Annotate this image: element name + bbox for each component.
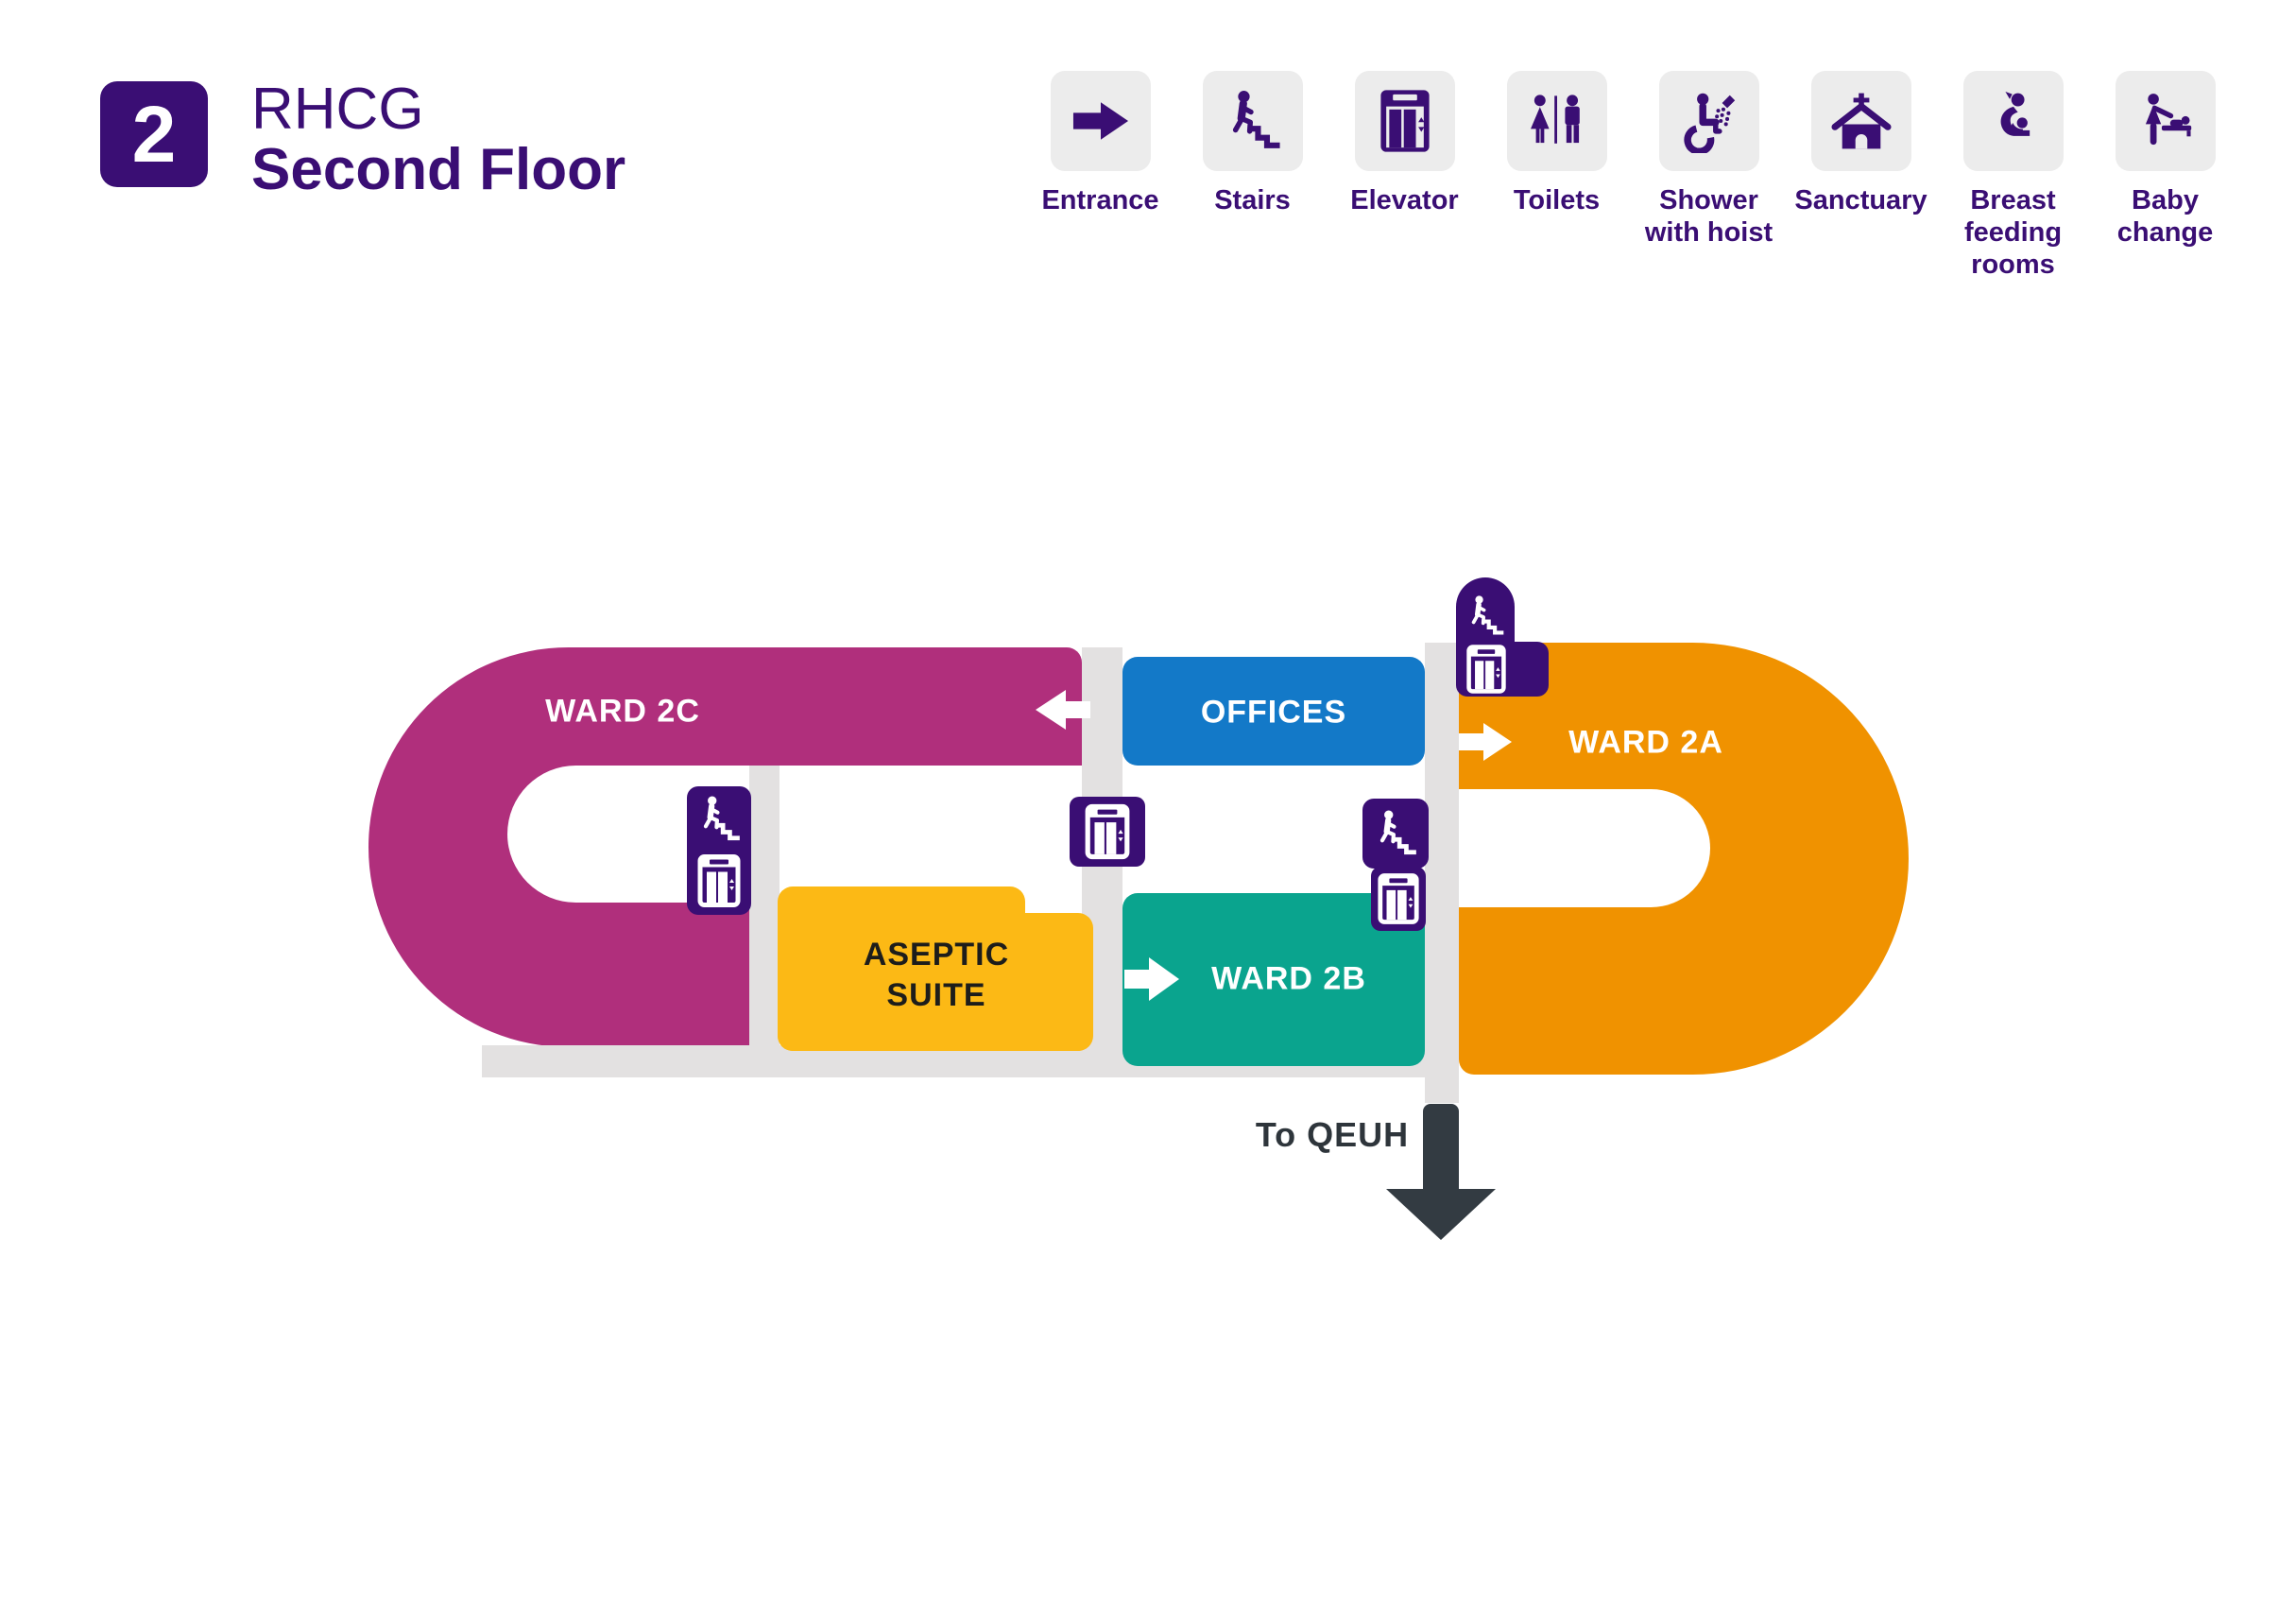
legend-item-toilets: Toilets (1481, 71, 1633, 281)
legend-item-stairs: Stairs (1176, 71, 1328, 281)
page-title: RHCG Second Floor (251, 79, 625, 200)
legend: Entrance Stairs (1024, 71, 2241, 281)
legend-item-sanctuary: Sanctuary (1785, 71, 1937, 281)
church-icon (1831, 93, 1891, 149)
ward-2b-label: WARD 2B (1211, 960, 1366, 997)
corridor-west (749, 766, 780, 1077)
legend-item-entrance: Entrance (1024, 71, 1176, 281)
ward-2a-label: WARD 2A (1568, 724, 1723, 761)
stairs-icon (1379, 810, 1416, 855)
toilets-icon (1530, 95, 1580, 144)
stairs-icon (1232, 91, 1280, 148)
corridor-east (1425, 643, 1459, 1103)
floor-number: 2 (131, 89, 177, 179)
offices-label: OFFICES (1200, 694, 1347, 731)
legend-item-shower-with-hoist: Shower with hoist (1633, 71, 1785, 281)
facility-badge-core-west (687, 786, 751, 915)
legend-item-elevator: Elevator (1328, 71, 1481, 281)
stairs-icon (1471, 595, 1504, 635)
facility-badge-core-east-elevator (1371, 867, 1426, 931)
exit-arrow-head (1386, 1189, 1496, 1240)
elevator-icon (1378, 873, 1419, 924)
room-offices (1122, 657, 1425, 766)
ward-2c-label: WARD 2C (545, 693, 700, 730)
ward-2a-courtyard (1459, 789, 1710, 907)
entrance-arrow-icon (1072, 102, 1128, 140)
floor-number-badge: 2 (100, 81, 208, 187)
building-name: RHCG (251, 77, 424, 142)
shower-hoist-icon (1683, 93, 1735, 153)
elevator-icon (697, 853, 741, 907)
stairs-icon (703, 796, 740, 841)
facility-badge-core-center (1070, 797, 1145, 867)
legend-item-breast-feeding-rooms: Breast feeding rooms (1937, 71, 2089, 281)
exit-arrow-down-icon (1423, 1104, 1459, 1193)
floor-name: Second Floor (251, 137, 626, 202)
baby-change-icon (2145, 94, 2191, 146)
aseptic-suite-label: ASEPTIC SUITE (863, 937, 1010, 1013)
exit-qeuh-label: To QEUH (1255, 1115, 1410, 1154)
legend-item-baby-change: Baby change (2089, 71, 2241, 281)
facility-badge-core-north-elevator (1456, 642, 1549, 697)
elevator-icon (1466, 645, 1506, 694)
facility-badge-core-north-stairs (1456, 577, 1515, 645)
facility-badge-core-east-stairs (1362, 799, 1429, 869)
elevator-icon (1085, 803, 1130, 860)
elevator-icon (1379, 90, 1430, 152)
breastfeeding-icon (2000, 91, 2030, 136)
